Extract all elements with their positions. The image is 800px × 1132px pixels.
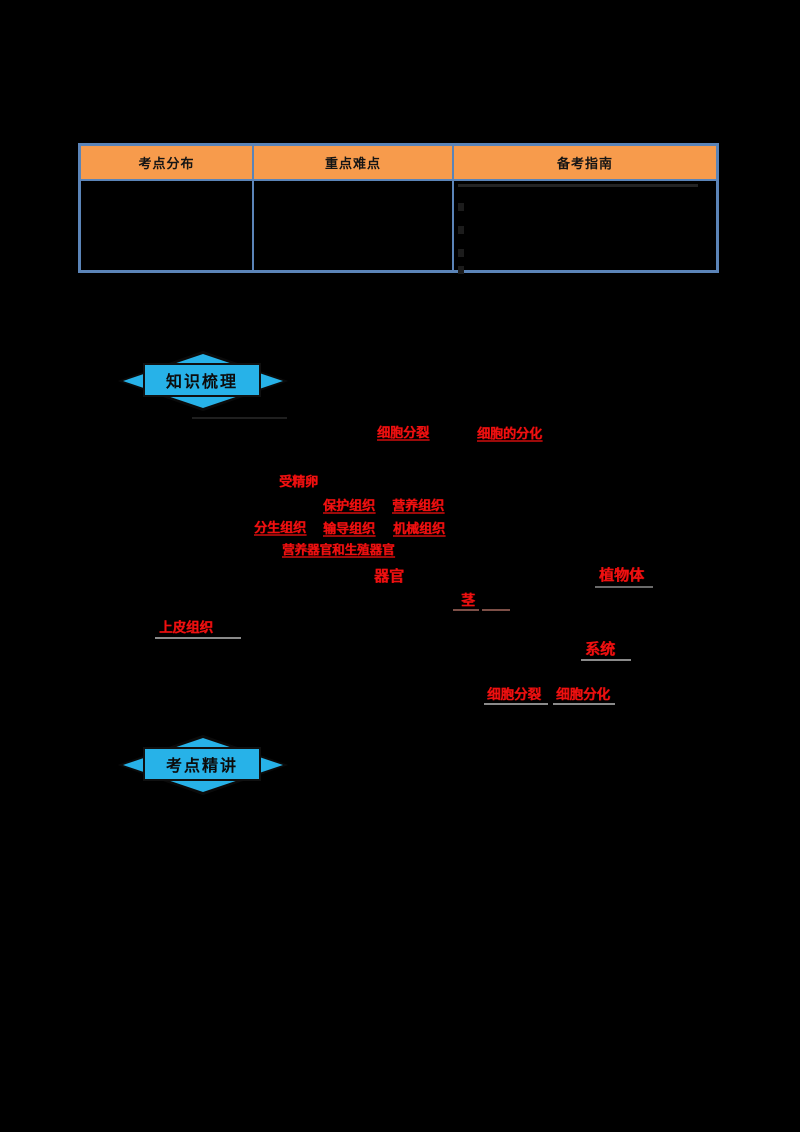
obscured-text-ghost (192, 417, 287, 419)
badge-label: 知识梳理 (165, 374, 238, 391)
answer-text: 受精卵 (279, 474, 319, 489)
answer-text: 机械组织 (393, 521, 446, 536)
answer-blank-underline (453, 609, 479, 611)
answer-blank-underline (581, 659, 631, 661)
overview-table: 考点分布 重点难点 备考指南 (78, 143, 719, 274)
body-cell-prep-guide (454, 181, 716, 274)
section-badge-exam-points: 考点精讲 (117, 734, 289, 796)
answer-text: 细胞分化 (556, 687, 610, 702)
table-body-row (81, 181, 716, 274)
table-header-row: 考点分布 重点难点 备考指南 (81, 146, 716, 181)
badge-label: 考点精讲 (165, 758, 238, 775)
badge-band: 知识梳理 (143, 363, 261, 397)
answer-text: 茎 (461, 592, 475, 608)
answer-text: 营养器官和生殖器官 (282, 543, 395, 557)
obscured-text-ghost (458, 184, 698, 187)
answer-blank-underline (595, 586, 653, 588)
answer-text: 细胞的分化 (477, 426, 543, 441)
answer-blank-underline (484, 703, 548, 705)
answer-text: 系统 (585, 641, 616, 658)
obscured-text-ghost (458, 249, 464, 257)
header-cell-prep-guide: 备考指南 (454, 146, 716, 179)
answer-text: 细胞分裂 (487, 687, 541, 702)
body-cell-key-difficulties (252, 181, 454, 270)
body-cell-exam-distribution (81, 181, 252, 270)
answer-blank-underline (482, 609, 510, 611)
obscured-text-ghost (458, 226, 464, 234)
answer-text: 保护组织 (323, 498, 376, 513)
badge-band: 考点精讲 (143, 747, 261, 781)
obscured-text-ghost (458, 266, 464, 274)
header-cell-exam-distribution: 考点分布 (81, 146, 252, 179)
answer-text: 输导组织 (323, 521, 376, 536)
answer-blank-underline (553, 703, 615, 705)
header-cell-key-difficulties: 重点难点 (252, 146, 454, 179)
section-badge-knowledge-review: 知识梳理 (117, 350, 289, 412)
answer-text: 分生组织 (254, 520, 307, 535)
answer-blank-underline (155, 637, 241, 639)
answer-text: 细胞分裂 (377, 425, 430, 440)
answer-text: 器官 (374, 568, 405, 585)
answer-text: 上皮组织 (159, 620, 213, 635)
answer-text: 植物体 (599, 567, 645, 584)
answer-text: 营养组织 (392, 498, 445, 513)
obscured-text-ghost (458, 203, 464, 211)
